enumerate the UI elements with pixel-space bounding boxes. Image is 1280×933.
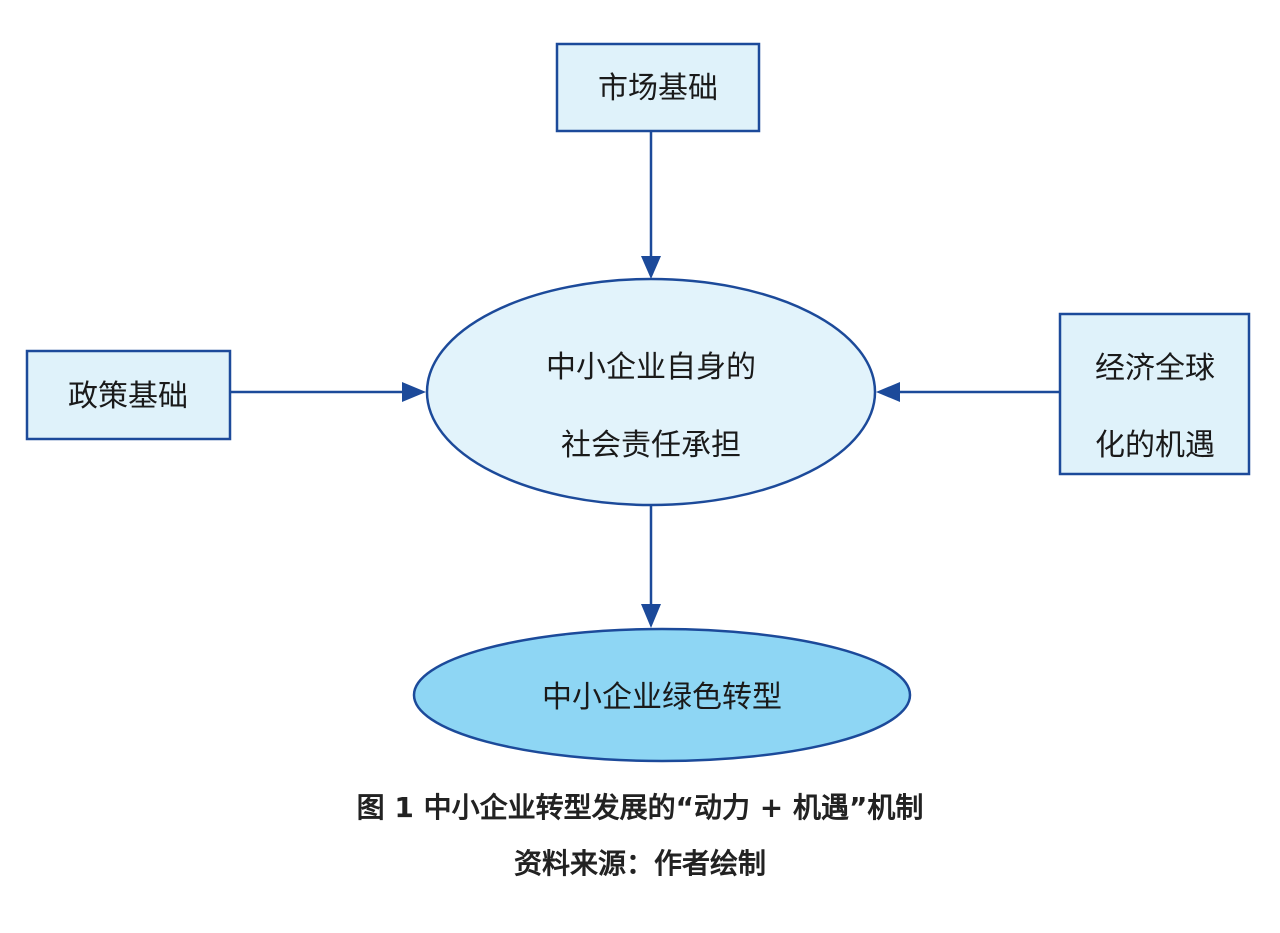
node-center-line2: 社会责任承担	[561, 428, 741, 463]
node-policy-base: 政策基础	[25, 349, 232, 441]
node-globalization-line2: 化的机遇	[1095, 428, 1215, 463]
arrowhead-market	[641, 256, 661, 279]
figure-caption-title: 图 1 中小企业转型发展的“动力 + 机遇”机制	[356, 791, 924, 824]
mechanism-diagram: 市场基础 政策基础 经济全球 化的机遇 中小企业自身的 社会责任承担 中小企业绿…	[25, 42, 1251, 763]
arrowhead-policy	[402, 382, 426, 402]
figure-caption-source: 资料来源：作者绘制	[513, 847, 766, 880]
node-center-line1: 中小企业自身的	[546, 350, 756, 385]
arrowhead-outcome	[641, 604, 661, 628]
node-outcome-label: 中小企业绿色转型	[542, 680, 782, 715]
node-social-responsibility: 中小企业自身的 社会责任承担	[425, 277, 877, 507]
node-globalization: 经济全球 化的机遇	[1058, 312, 1251, 476]
node-policy-label: 政策基础	[68, 379, 188, 414]
node-globalization-line1: 经济全球	[1095, 351, 1215, 386]
node-green-transformation: 中小企业绿色转型	[412, 627, 912, 763]
node-market-base: 市场基础	[555, 42, 761, 133]
arrowhead-global	[876, 382, 900, 402]
node-market-label: 市场基础	[598, 71, 718, 106]
